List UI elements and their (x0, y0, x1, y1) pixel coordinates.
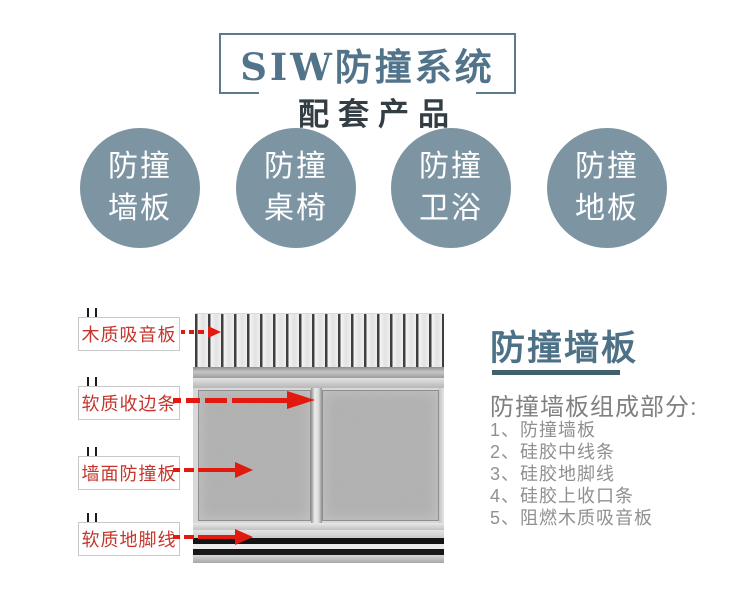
top-edge-strip (193, 378, 444, 388)
detail-heading: 防撞墙板 (490, 329, 639, 368)
callout-soft-edge-strip: 软质收边条 (78, 377, 180, 420)
product-circle-line: 地板 (575, 191, 639, 226)
skirting-board (193, 530, 444, 563)
product-circle-line: 桌椅 (264, 191, 328, 226)
product-circle-wallboard: 防撞 墙板 (80, 128, 200, 248)
skirting-black-stripe (193, 549, 444, 555)
arrow-dash (205, 397, 227, 403)
quote-mark-icon (87, 513, 97, 522)
callout-label: 软质地脚线 (81, 530, 177, 550)
title-frame: SIW防撞系统 (219, 33, 516, 94)
arrow-dash (184, 535, 194, 539)
acoustic-slats (195, 313, 444, 368)
product-circle-line: 防撞 (575, 149, 639, 184)
arrow-icon (173, 529, 253, 545)
panel-left (198, 390, 311, 521)
arrow-dash (184, 468, 194, 472)
product-circle-line: 卫浴 (419, 191, 483, 226)
callout-label: 木质吸音板 (81, 325, 177, 345)
wall-panels (193, 388, 444, 523)
quote-mark-icon (87, 377, 97, 386)
product-circle-line: 防撞 (419, 149, 483, 184)
arrow-dash (189, 330, 194, 334)
callout-soft-skirting: 软质地脚线 (78, 513, 180, 556)
top-trim-strip (193, 367, 444, 378)
list-item: 1、防撞墙板 (490, 420, 597, 440)
list-item: 3、硅胶地脚线 (490, 464, 616, 484)
callout-label: 墙面防撞板 (81, 464, 177, 484)
product-circle-furniture: 防撞 桌椅 (236, 128, 356, 248)
list-item: 5、阻燃木质吸音板 (490, 508, 654, 528)
callout-wall-crash-panel: 墙面防撞板 (78, 447, 180, 490)
arrow-dash (186, 397, 200, 403)
page-subtitle: 配套产品 (298, 97, 458, 133)
arrow-dash (181, 330, 185, 334)
skirting-black-stripe (193, 538, 444, 544)
arrow-head (235, 462, 253, 478)
product-circle-line: 墙板 (108, 191, 172, 226)
product-circle-line: 防撞 (108, 149, 172, 184)
product-circle-flooring: 防撞 地板 (547, 128, 667, 248)
frame-corner-right (476, 92, 514, 94)
arrow-dash (173, 468, 180, 472)
panel-right-frame (439, 388, 444, 523)
panel-bottom-frame (193, 523, 444, 530)
arrow-shaft (198, 468, 235, 472)
quote-mark-icon (87, 447, 97, 456)
list-item: 2、硅胶中线条 (490, 442, 616, 462)
callout-wood-acoustic-panel: 木质吸音板 (78, 308, 180, 351)
arrow-head (208, 326, 221, 338)
callout-label: 软质收边条 (81, 394, 177, 414)
panel-right (322, 390, 439, 521)
arrow-shaft (232, 397, 287, 403)
skirting-light-band (193, 544, 444, 549)
arrow-head (235, 529, 253, 545)
skirting-top-band (193, 530, 444, 538)
arrow-icon (173, 391, 315, 409)
arrow-icon (181, 326, 221, 338)
heading-underline (492, 370, 620, 375)
panel-texture (199, 391, 310, 520)
arrow-dash (173, 397, 181, 403)
arrow-dash (173, 535, 180, 539)
arrow-shaft (198, 535, 235, 539)
arrow-head (287, 391, 315, 409)
skirting-bottom-band (193, 555, 444, 563)
component-list: 1、防撞墙板 2、硅胶中线条 3、硅胶地脚线 4、硅胶上收口条 5、阻燃木质吸音… (490, 419, 653, 529)
frame-corner-left (221, 92, 259, 94)
page-title: SIW防撞系统 (240, 45, 495, 89)
panel-texture (323, 391, 438, 520)
arrow-icon (173, 462, 253, 478)
detail-subheading: 防撞墙板组成部分: (490, 394, 698, 421)
product-circle-line: 防撞 (264, 149, 328, 184)
wall-panel-image (193, 313, 444, 563)
quote-mark-icon (87, 308, 97, 317)
panel-center-divider (311, 388, 322, 523)
arrow-dash (198, 330, 204, 334)
list-item: 4、硅胶上收口条 (490, 486, 635, 506)
product-circle-bathroom: 防撞 卫浴 (391, 128, 511, 248)
